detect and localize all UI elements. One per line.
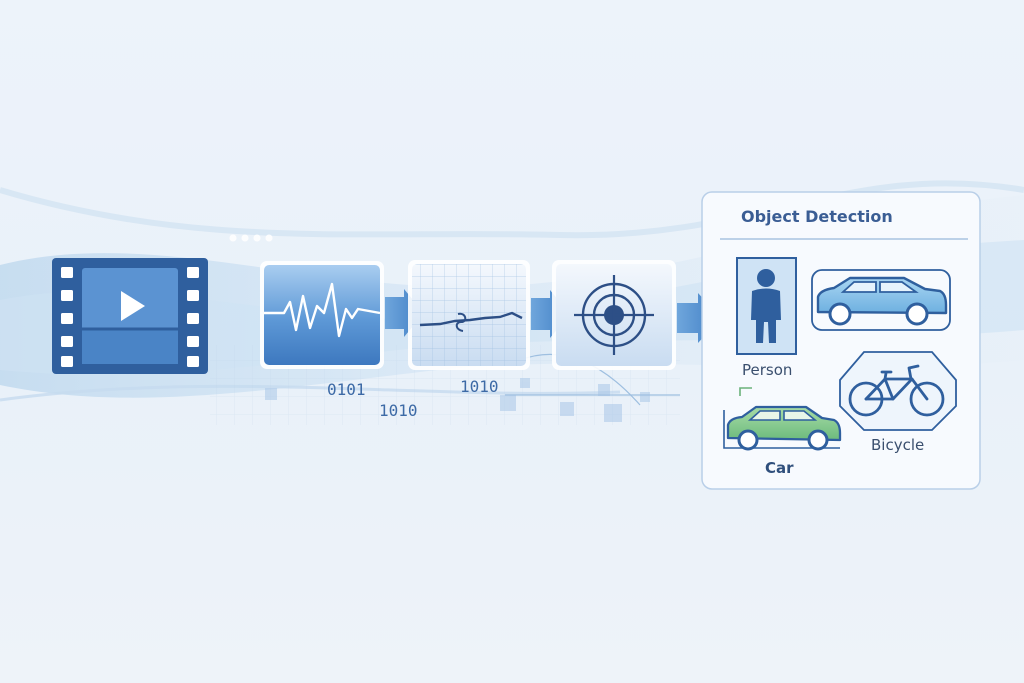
waveform-icon [264,282,381,338]
binary-label-b: 1010 [460,377,499,396]
car-icon [816,276,948,326]
flow-arrow-2 [531,290,570,338]
car-detection [811,269,951,331]
car-label: Car [765,459,794,477]
bicycle-detection [839,351,957,431]
flow-arrow-3 [677,293,721,343]
film-strip-icon [52,258,208,374]
data-squares [265,378,650,422]
binary-label-a: 0101 [327,380,366,399]
flow-arrow-1 [385,289,424,337]
target-box [552,260,676,370]
waveform-box [260,261,384,369]
person-label: Person [742,361,792,379]
person-detection [736,257,797,355]
play-icon [121,291,145,321]
panel-title: Object Detection [741,207,893,226]
dots [229,234,273,242]
target-icon [574,275,654,355]
grid-signal-icon [419,311,523,332]
grid-signal-box [408,260,530,370]
bicycle-label: Bicycle [871,436,924,454]
bicycle-icon [848,364,945,417]
car-green-icon [726,405,842,451]
person-icon [751,269,781,343]
car-green-detection [723,387,842,451]
object-detection-panel: Object Detection Person [701,191,981,490]
binary-label-c: 1010 [379,401,418,420]
